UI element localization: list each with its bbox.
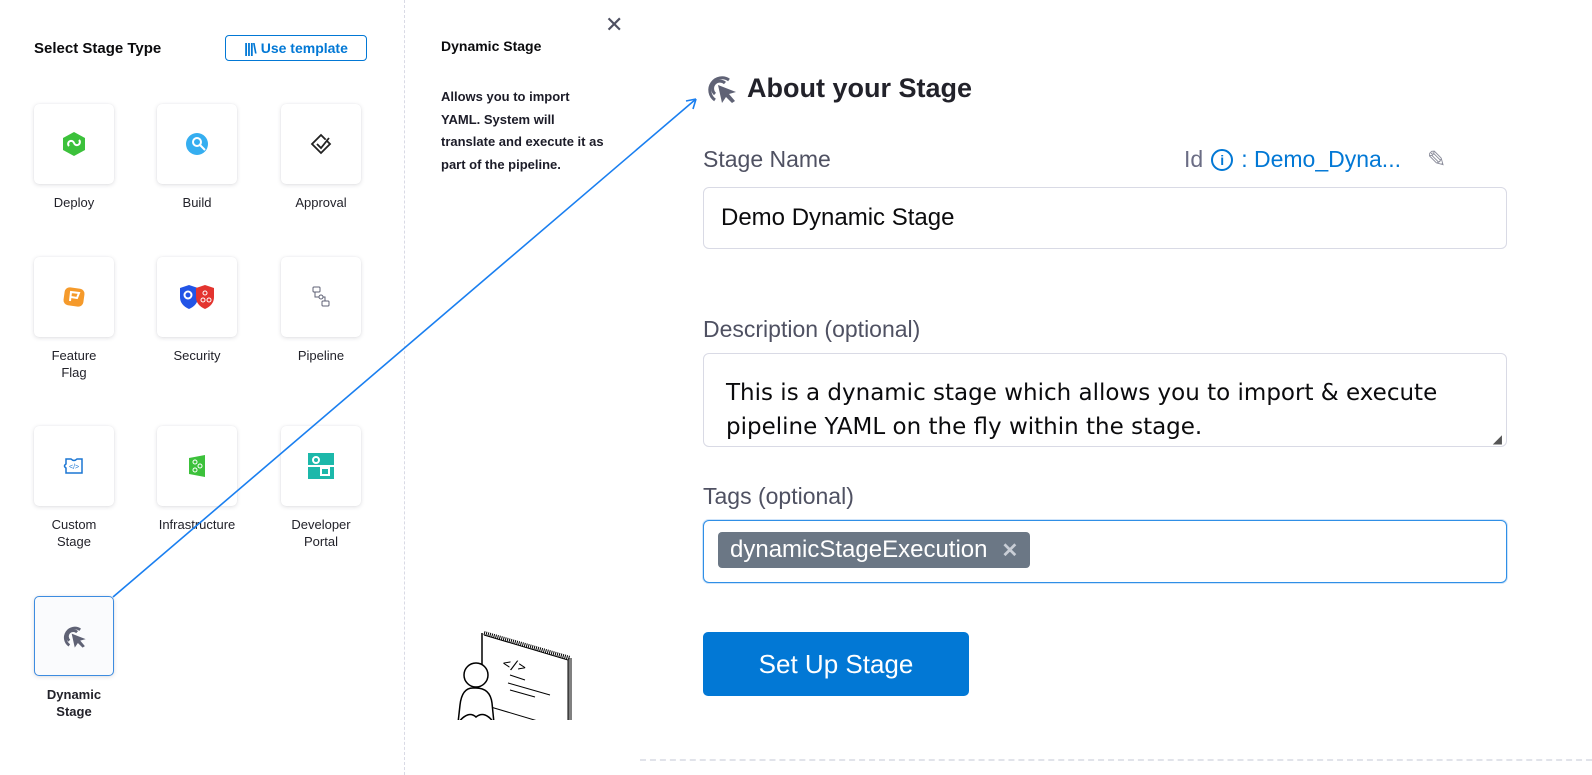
close-icon[interactable]: ✕ — [605, 12, 624, 37]
stage-card[interactable] — [34, 257, 114, 337]
use-template-label: Use template — [260, 40, 348, 56]
security-icon — [178, 284, 216, 310]
stage-card[interactable] — [157, 104, 237, 184]
bottom-border — [640, 759, 1592, 761]
stage-card-label: Infrastructure — [158, 517, 236, 532]
edit-pencil-icon[interactable]: ✎ — [1426, 146, 1447, 172]
custom-stage-icon: </> — [61, 453, 87, 479]
stage-info-description: Allows you to import YAML. System will t… — [441, 89, 604, 172]
stage-info-title: Dynamic Stage — [441, 38, 542, 54]
description-textarea[interactable]: This is a dynamic stage which allows you… — [703, 353, 1507, 447]
stage-name-input[interactable]: Demo Dynamic Stage — [703, 187, 1507, 249]
pipeline-icon — [308, 284, 334, 310]
form-heading: About your Stage — [703, 70, 972, 106]
tag-chip: dynamicStageExecution ✕ — [718, 532, 1031, 568]
stage-card-label: Pipeline — [297, 348, 345, 363]
description-text: This is a dynamic stage which allows you… — [726, 380, 1438, 440]
stage-card[interactable] — [157, 426, 237, 506]
tag-label: dynamicStageExecution — [730, 536, 988, 563]
id-label: Id — [1184, 146, 1204, 172]
stage-card-label: Deploy — [53, 195, 95, 210]
stage-card[interactable] — [34, 104, 114, 184]
resize-handle-icon[interactable]: ◢ — [1492, 432, 1502, 446]
feature-flag-icon — [61, 284, 87, 310]
use-template-button[interactable]: |||\ Use template — [225, 35, 367, 61]
stage-card[interactable] — [281, 426, 361, 506]
set-up-stage-button[interactable]: Set Up Stage — [703, 632, 969, 696]
dynamic-stage-icon — [708, 76, 736, 103]
stage-card-label: Build — [182, 195, 212, 210]
stage-card[interactable] — [281, 257, 361, 337]
deploy-icon — [61, 131, 87, 157]
panel-divider — [404, 0, 405, 775]
stage-card[interactable]: </> — [34, 426, 114, 506]
infrastructure-icon — [184, 453, 210, 479]
presenter-illustration: </> — [457, 631, 572, 720]
stage-id: Id i : Demo_Dyna... ✎ — [1184, 146, 1446, 173]
stage-card[interactable] — [34, 596, 114, 676]
stage-name-label: Stage Name — [703, 146, 831, 172]
stage-card[interactable] — [281, 104, 361, 184]
form-heading-text: About your Stage — [747, 72, 973, 103]
tags-input[interactable]: dynamicStageExecution ✕ — [703, 520, 1507, 583]
stage-card-label: Security — [173, 348, 221, 363]
library-icon: |||\ — [244, 40, 257, 56]
select-stage-title: Select Stage Type — [34, 40, 162, 57]
stage-card-label: Developer Portal — [291, 517, 351, 549]
stage-card-label: Custom Stage — [51, 517, 97, 549]
stage-card-label: Dynamic Stage — [46, 687, 102, 719]
approval-icon — [308, 131, 334, 157]
svg-text:</>: </> — [501, 656, 527, 676]
developer-portal-icon — [307, 452, 335, 480]
id-value: : Demo_Dyna... — [1241, 146, 1401, 172]
stage-card[interactable] — [157, 257, 237, 337]
remove-tag-icon[interactable]: ✕ — [1001, 539, 1019, 562]
build-icon — [184, 131, 210, 157]
info-icon[interactable]: i — [1211, 148, 1234, 171]
tags-label: Tags (optional) — [703, 483, 854, 509]
description-label: Description (optional) — [703, 316, 921, 342]
stage-card-label: Feature Flag — [51, 348, 97, 380]
svg-text:</>: </> — [69, 464, 79, 471]
dynamic-stage-icon — [60, 622, 88, 650]
stage-card-label: Approval — [295, 195, 347, 210]
